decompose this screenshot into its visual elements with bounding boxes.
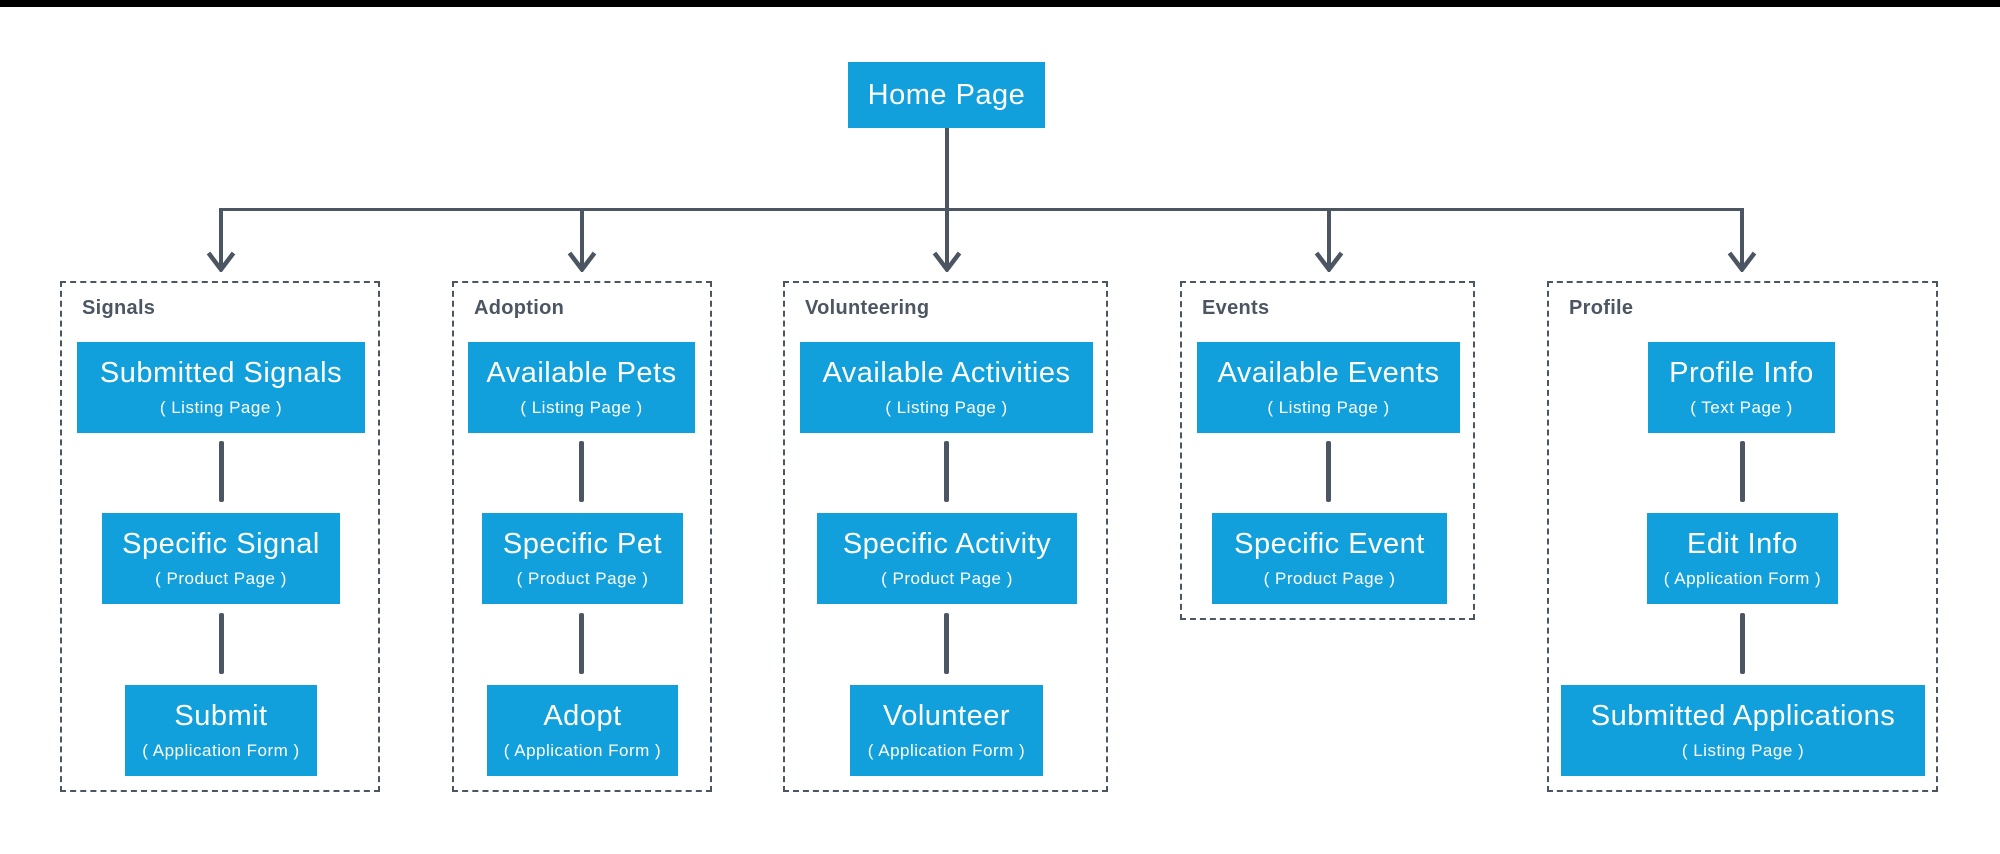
arrow-down-icon	[567, 251, 597, 272]
node-title: Submitted Applications	[1590, 700, 1896, 732]
drop-line-events	[1327, 208, 1331, 270]
node-title: Home Page	[867, 78, 1026, 111]
node-subtitle: ( Application Form )	[867, 741, 1026, 760]
node-title: Available Activities	[822, 357, 1071, 389]
node-edit-info: Edit Info ( Application Form )	[1647, 513, 1838, 604]
node-available-activities: Available Activities ( Listing Page )	[800, 342, 1093, 433]
group-signals: Signals	[60, 281, 380, 792]
drop-line-adoption	[580, 208, 584, 270]
node-title: Submit	[174, 700, 268, 732]
connector-line	[579, 613, 584, 674]
node-title: Available Events	[1217, 357, 1440, 389]
node-volunteer: Volunteer ( Application Form )	[850, 685, 1043, 776]
node-title: Specific Pet	[502, 528, 663, 560]
node-subtitle: ( Listing Page )	[1267, 398, 1390, 417]
node-title: Edit Info	[1687, 528, 1798, 560]
arrow-down-icon	[206, 251, 236, 272]
node-subtitle: ( Listing Page )	[885, 398, 1008, 417]
node-specific-event: Specific Event ( Product Page )	[1212, 513, 1447, 604]
drop-line-profile	[1740, 208, 1744, 270]
node-submitted-applications: Submitted Applications ( Listing Page )	[1561, 685, 1925, 776]
node-subtitle: ( Listing Page )	[159, 398, 283, 417]
group-adoption: Adoption	[452, 281, 712, 792]
drop-line-signals	[219, 208, 223, 270]
node-subtitle: ( Text Page )	[1690, 398, 1793, 417]
node-available-events: Available Events ( Listing Page )	[1197, 342, 1460, 433]
group-events: Events	[1180, 281, 1475, 620]
node-subtitle: ( Product Page )	[881, 569, 1013, 588]
connector-line	[219, 613, 224, 674]
node-title: Specific Signal	[122, 528, 320, 560]
connector-line	[219, 441, 224, 502]
connector-line	[1740, 441, 1745, 502]
node-title: Volunteer	[882, 700, 1011, 732]
arrow-down-icon	[1314, 251, 1344, 272]
group-label: Adoption	[474, 297, 565, 319]
connector-line	[1740, 613, 1745, 674]
node-title: Available Pets	[486, 357, 677, 389]
node-title: Specific Event	[1234, 528, 1425, 560]
node-subtitle: ( Product Page )	[1263, 569, 1396, 588]
node-subtitle: ( Product Page )	[516, 569, 649, 588]
node-subtitle: ( Listing Page )	[520, 398, 643, 417]
node-home-page: Home Page	[848, 62, 1045, 128]
node-title: Specific Activity	[842, 528, 1052, 560]
node-specific-pet: Specific Pet ( Product Page )	[482, 513, 683, 604]
top-border-bar	[0, 0, 2000, 7]
group-volunteering: Volunteering	[783, 281, 1108, 792]
node-specific-activity: Specific Activity ( Product Page )	[817, 513, 1077, 604]
node-subtitle: ( Application Form )	[142, 741, 300, 760]
node-title: Profile Info	[1669, 357, 1814, 389]
node-title: Submitted Signals	[99, 357, 343, 389]
node-submitted-signals: Submitted Signals ( Listing Page )	[77, 342, 365, 433]
connector-line	[1326, 441, 1331, 502]
rail-line	[219, 208, 1743, 211]
node-subtitle: ( Product Page )	[155, 569, 287, 588]
group-label: Profile	[1569, 297, 1634, 319]
arrow-down-icon	[1727, 251, 1757, 272]
node-profile-info: Profile Info ( Text Page )	[1648, 342, 1835, 433]
node-submit: Submit ( Application Form )	[125, 685, 317, 776]
node-title: Adopt	[543, 700, 622, 732]
connector-line	[579, 441, 584, 502]
group-label: Volunteering	[805, 297, 930, 319]
group-label: Signals	[82, 297, 156, 319]
arrow-down-icon	[932, 251, 962, 272]
node-subtitle: ( Listing Page )	[1681, 741, 1805, 760]
node-subtitle: ( Application Form )	[1663, 569, 1822, 588]
connector-line	[944, 441, 949, 502]
trunk-line	[945, 128, 949, 211]
group-label: Events	[1202, 297, 1270, 319]
group-profile: Profile	[1547, 281, 1938, 792]
drop-line-volunteering	[945, 208, 949, 270]
connector-line	[944, 613, 949, 674]
node-adopt: Adopt ( Application Form )	[487, 685, 678, 776]
node-available-pets: Available Pets ( Listing Page )	[468, 342, 695, 433]
node-specific-signal: Specific Signal ( Product Page )	[102, 513, 340, 604]
node-subtitle: ( Application Form )	[503, 741, 662, 760]
